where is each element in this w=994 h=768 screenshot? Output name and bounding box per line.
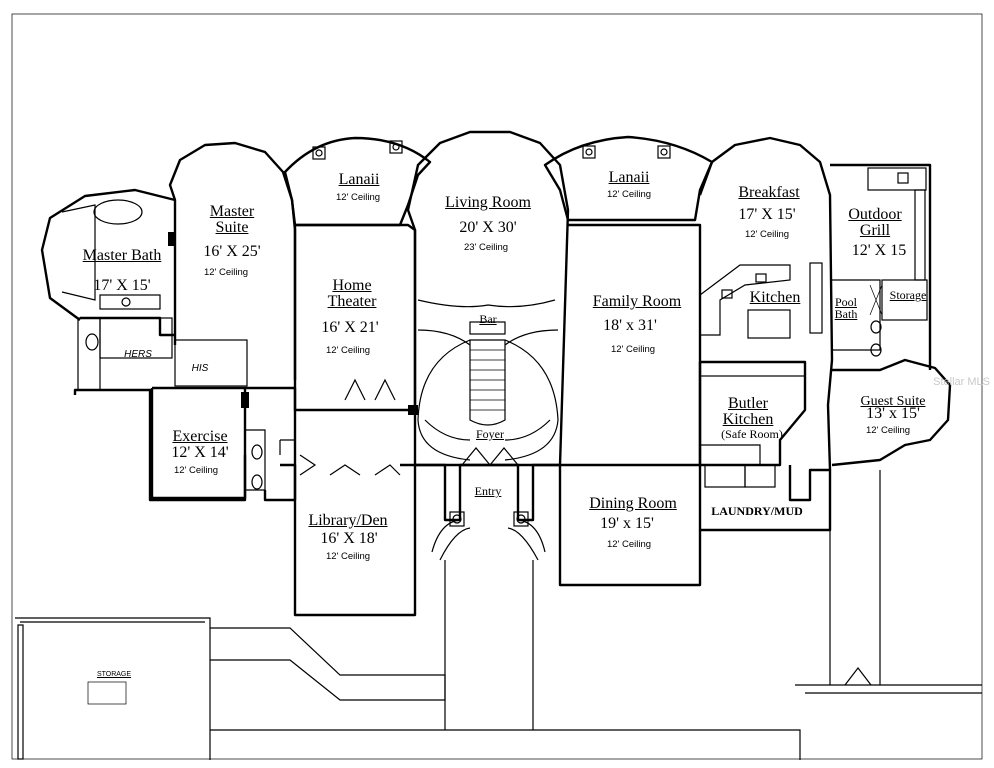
room-butler-kitchen-note: (Safe Room) bbox=[721, 427, 783, 441]
room-home-theater-name: Home Theater bbox=[327, 277, 377, 310]
room-outdoor-grill-size: 12' X 15 bbox=[851, 242, 907, 259]
master-suite-walls bbox=[168, 141, 297, 380]
room-butler-kitchen-name: Butler Kitchen bbox=[722, 395, 774, 428]
room-bar-name: Bar bbox=[479, 312, 497, 326]
room-family-room-ceiling: 12' Ceiling bbox=[610, 344, 656, 355]
room-hers-name: HERS bbox=[124, 349, 152, 360]
exercise-walls bbox=[150, 386, 247, 500]
bath-tub bbox=[93, 199, 143, 225]
entry-walls bbox=[415, 463, 560, 522]
tub-bay bbox=[61, 204, 96, 301]
living-room-walls bbox=[406, 130, 570, 467]
master-bath-walls bbox=[40, 188, 177, 337]
toilet-icon bbox=[85, 333, 99, 351]
room-dining-room-size: 19' x 15' bbox=[600, 515, 654, 532]
room-library-den-name: Library/Den bbox=[308, 512, 388, 529]
room-dining-room-name: Dining Room bbox=[589, 495, 677, 512]
room-guest-suite-ceiling: 12' Ceiling bbox=[865, 425, 911, 436]
grand-staircase bbox=[469, 339, 506, 426]
room-living-room-ceiling: 23' Ceiling bbox=[463, 242, 509, 253]
room-pool-bath-name: Pool Bath bbox=[834, 295, 858, 321]
room-lanai-right-name: Lanaii bbox=[608, 169, 650, 186]
room-breakfast-ceiling: 12' Ceiling bbox=[744, 229, 790, 240]
laundry-walls bbox=[698, 465, 832, 532]
room-his-name: HIS bbox=[191, 363, 209, 374]
breakfast-walls bbox=[698, 136, 834, 471]
entry-steps bbox=[431, 519, 546, 561]
room-storage-garage-name: STORAGE bbox=[96, 671, 132, 678]
room-laundry-mud-name: LAUNDRY/MUD bbox=[711, 504, 803, 518]
lanai-left-walls bbox=[283, 136, 432, 227]
closet-his bbox=[174, 339, 248, 387]
room-living-room-size: 20' X 30' bbox=[459, 219, 517, 236]
garage-storage-walls bbox=[15, 617, 211, 760]
dining-room-walls bbox=[558, 465, 702, 587]
room-dining-room-ceiling: 12' Ceiling bbox=[606, 539, 652, 550]
room-guest-suite-size: 13' x 15' bbox=[866, 405, 920, 422]
room-entry-name: Entry bbox=[474, 484, 502, 498]
kitchen-island bbox=[747, 309, 791, 339]
guest-suite-walls bbox=[831, 358, 952, 467]
room-master-suite-size: 16' X 25' bbox=[203, 243, 261, 260]
room-lanai-right-ceiling: 12' Ceiling bbox=[606, 189, 652, 200]
outdoor-grill-walls bbox=[830, 163, 932, 370]
room-home-theater-size: 16' X 21' bbox=[321, 319, 379, 336]
room-storage-small-name: Storage bbox=[889, 288, 927, 302]
room-family-room-name: Family Room bbox=[592, 293, 682, 310]
room-exercise-name: Exercise bbox=[172, 428, 228, 445]
room-home-theater-ceiling: 12' Ceiling bbox=[325, 345, 371, 356]
room-exercise-size: 12' X 14' bbox=[171, 444, 229, 461]
room-living-room-name: Living Room bbox=[445, 194, 531, 211]
room-breakfast-size: 17' X 15' bbox=[738, 206, 796, 223]
room-lanai-left-name: Lanaii bbox=[338, 171, 380, 188]
room-kitchen-name: Kitchen bbox=[749, 289, 801, 306]
sheet-border bbox=[11, 13, 983, 760]
home-theater-walls bbox=[293, 223, 417, 412]
vanity bbox=[99, 294, 161, 310]
room-family-room-size: 18' x 31' bbox=[603, 317, 657, 334]
kitchen-counter bbox=[699, 264, 791, 336]
room-guest-suite-name: Guest Suite bbox=[860, 394, 926, 409]
room-library-den-size: 16' X 18' bbox=[320, 530, 378, 547]
room-master-suite-ceiling: 12' Ceiling bbox=[203, 267, 249, 278]
room-master-suite-name: Master Suite bbox=[209, 203, 255, 236]
library-walls bbox=[280, 463, 417, 617]
room-breakfast-name: Breakfast bbox=[738, 184, 800, 201]
bar-counter bbox=[417, 299, 556, 308]
room-master-bath-size: 17' X 15' bbox=[93, 277, 151, 294]
wc bbox=[77, 317, 101, 391]
room-foyer-name: Foyer bbox=[476, 427, 504, 441]
room-lanai-left-ceiling: 12' Ceiling bbox=[335, 192, 381, 203]
room-exercise-ceiling: 12' Ceiling bbox=[173, 465, 219, 476]
mls-watermark: Stellar MLS bbox=[933, 376, 990, 388]
room-master-bath-name: Master Bath bbox=[82, 247, 162, 264]
room-library-den-ceiling: 12' Ceiling bbox=[325, 551, 371, 562]
room-outdoor-grill-name: Outdoor Grill bbox=[848, 206, 902, 239]
